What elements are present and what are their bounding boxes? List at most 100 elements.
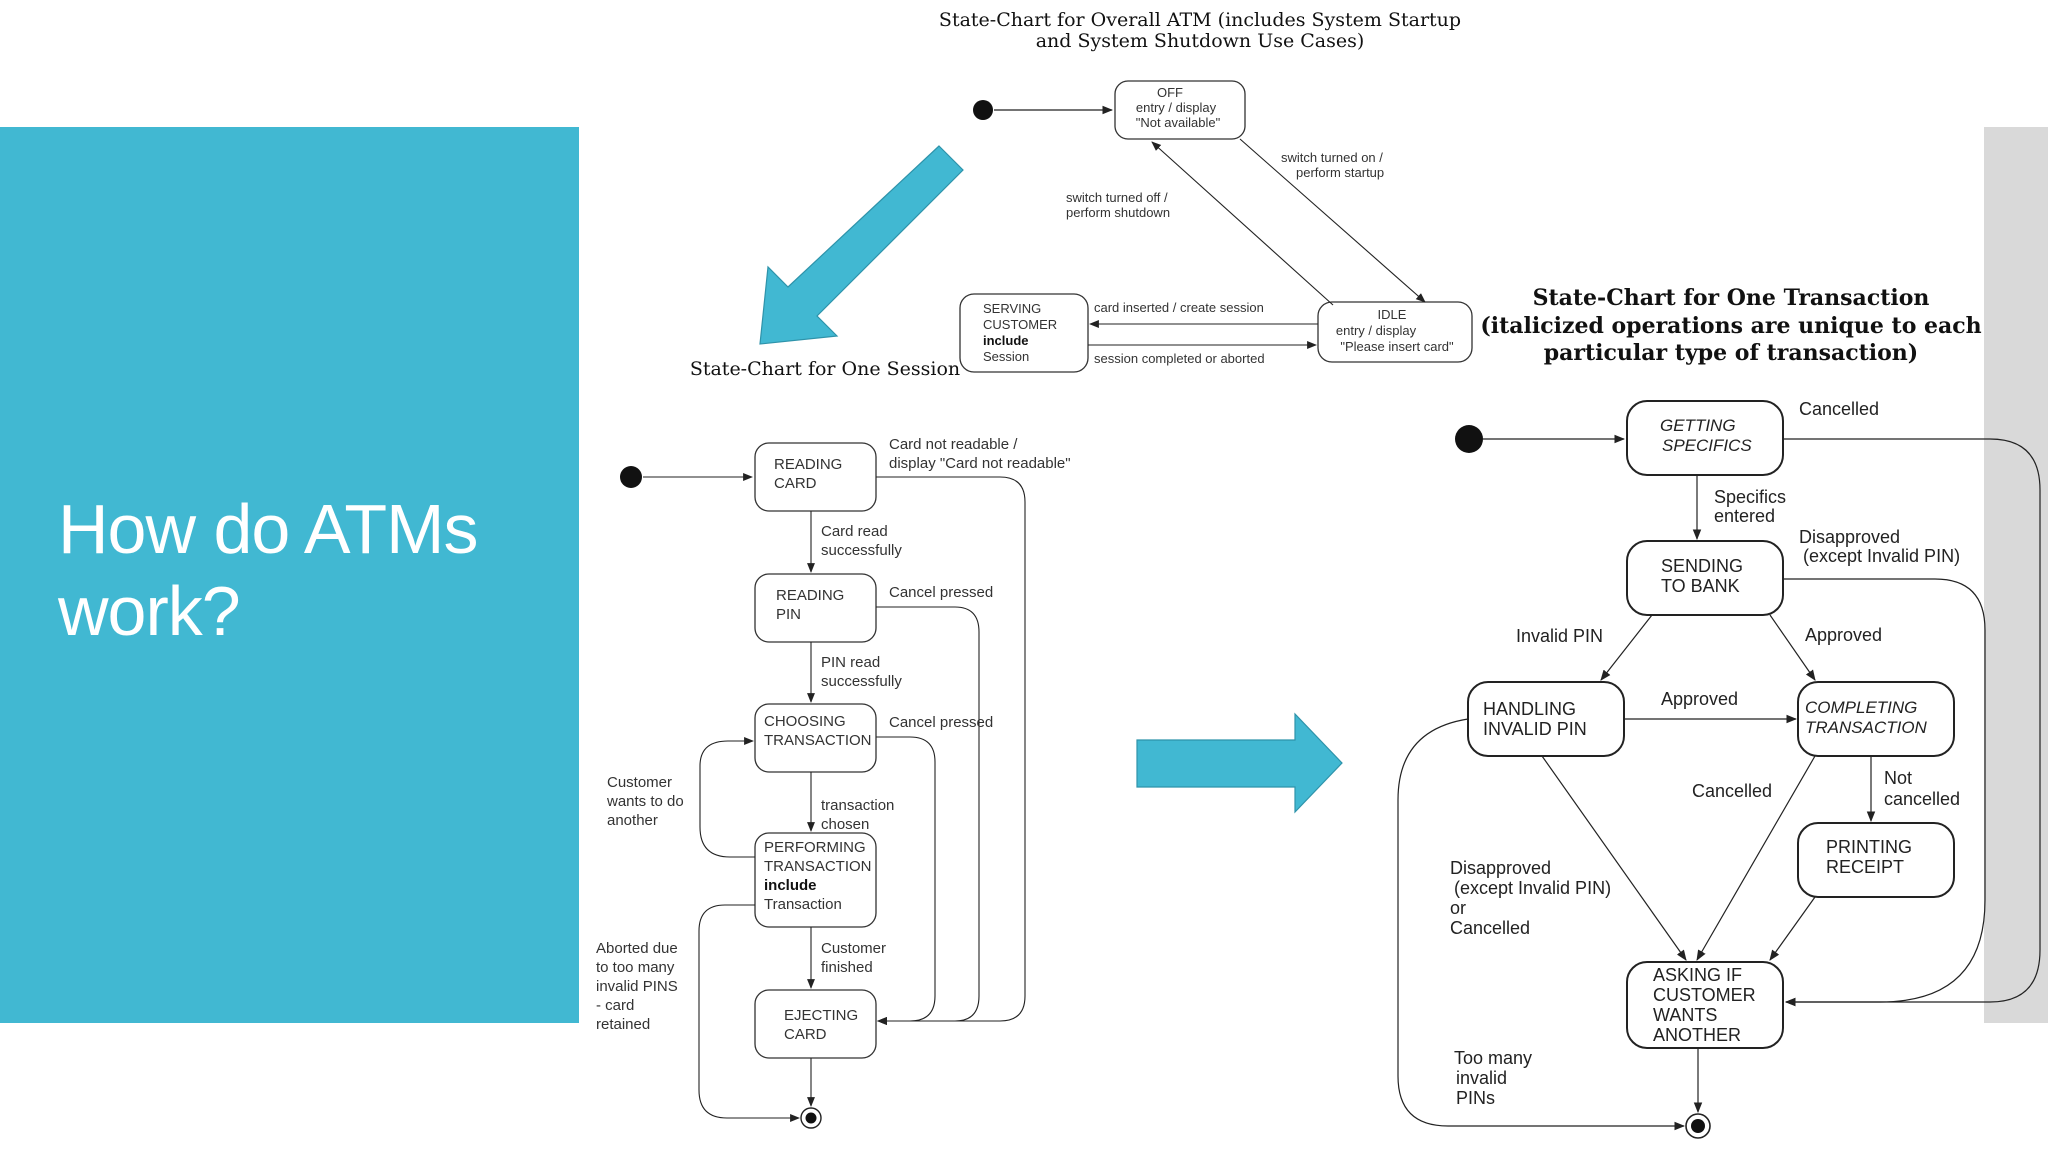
gray-edge-strip bbox=[1984, 127, 2048, 1023]
t-another-line-1: Customer bbox=[607, 774, 672, 791]
t-shutdown-line-1: switch turned off / bbox=[1066, 190, 1168, 205]
t-card-inserted: card inserted / create session bbox=[1094, 300, 1264, 315]
t-too-many-line-2: invalid bbox=[1456, 1068, 1507, 1088]
arrow-approved-right bbox=[1769, 614, 1816, 681]
t-aborted-line-4: - card bbox=[596, 997, 634, 1014]
state-sending-to-bank: SENDING TO BANK bbox=[1626, 540, 1784, 616]
arrow-aborted bbox=[698, 904, 800, 1122]
handling-line-1: HANDLING bbox=[1483, 699, 1576, 719]
arrow-printed bbox=[1769, 896, 1816, 961]
off-line-3: "Not available" bbox=[1136, 115, 1221, 130]
t-specifics-line-1: Specifics bbox=[1714, 487, 1786, 507]
transaction-initial-state bbox=[1455, 425, 1483, 453]
t-aborted-line-3: invalid PINS bbox=[596, 978, 678, 995]
state-idle: IDLE entry / display "Please insert card… bbox=[1317, 301, 1473, 363]
slide-title: How do ATMs work? bbox=[58, 488, 558, 652]
transaction-final-state bbox=[1685, 1113, 1711, 1139]
t-disapproved-left-line-4: Cancelled bbox=[1450, 918, 1530, 938]
t-cancelled-top: Cancelled bbox=[1799, 399, 1879, 419]
state-getting-specifics: GETTING SPECIFICS bbox=[1626, 400, 1784, 476]
t-aborted-line-1: Aborted due bbox=[596, 940, 678, 957]
t-shutdown-line-2: perform shutdown bbox=[1066, 205, 1170, 220]
arrow-wants-another bbox=[699, 737, 755, 858]
slide-title-line-1: How do ATMs bbox=[58, 490, 479, 568]
serving-line-4: Session bbox=[983, 349, 1029, 364]
ejecting-line-2: CARD bbox=[784, 1026, 827, 1043]
t-aborted-line-5: retained bbox=[596, 1016, 650, 1033]
t-cancel-2: Cancel pressed bbox=[889, 714, 993, 731]
transaction-title-line-1: State-Chart for One Transaction bbox=[1533, 285, 1930, 311]
t-chosen-line-1: transaction bbox=[821, 797, 894, 814]
t-cancelled-mid: Cancelled bbox=[1692, 781, 1772, 801]
session-title: State-Chart for One Session bbox=[690, 358, 960, 380]
state-handling-invalid-pin: HANDLING INVALID PIN bbox=[1467, 681, 1625, 757]
teal-arrow-right bbox=[1136, 712, 1343, 814]
t-not-readable-line-2: display "Card not readable" bbox=[889, 455, 1071, 472]
reading-card-line-2: CARD bbox=[774, 475, 817, 492]
state-asking-if-another: ASKING IF CUSTOMER WANTS ANOTHER bbox=[1626, 961, 1784, 1049]
t-pin-read-line-1: PIN read bbox=[821, 654, 880, 671]
t-another-line-2: wants to do bbox=[606, 793, 684, 810]
transaction-title-line-2: (italicized operations are unique to eac… bbox=[1480, 313, 1981, 339]
t-startup-line-2: perform startup bbox=[1296, 165, 1384, 180]
arrow-card-not-readable bbox=[876, 476, 1026, 1025]
overall-initial-state bbox=[973, 100, 993, 120]
t-approved-mid: Approved bbox=[1661, 689, 1738, 709]
teal-arrow-down-left bbox=[759, 145, 964, 345]
off-line-1: OFF bbox=[1157, 85, 1183, 100]
t-not-cancelled-line-2: cancelled bbox=[1884, 789, 1960, 809]
t-finished-line-1: Customer bbox=[821, 940, 886, 957]
reading-pin-line-1: READING bbox=[776, 587, 844, 604]
getting-line-2: SPECIFICS bbox=[1662, 436, 1752, 455]
printing-line-1: PRINTING bbox=[1826, 837, 1912, 857]
completing-line-2: TRANSACTION bbox=[1805, 718, 1928, 737]
serving-line-1: SERVING bbox=[983, 301, 1041, 316]
getting-line-1: GETTING bbox=[1660, 416, 1736, 435]
t-chosen-line-2: chosen bbox=[821, 816, 869, 833]
choosing-line-2: TRANSACTION bbox=[764, 732, 872, 749]
t-specifics-line-2: entered bbox=[1714, 506, 1775, 526]
t-too-many-line-3: PINs bbox=[1456, 1088, 1495, 1108]
arrow-invalid-pin bbox=[1600, 614, 1653, 681]
asking-line-2: CUSTOMER bbox=[1653, 985, 1756, 1005]
asking-line-1: ASKING IF bbox=[1653, 965, 1742, 985]
session-chart: State-Chart for One Session READING CARD… bbox=[596, 358, 1071, 1129]
t-card-read-line-1: Card read bbox=[821, 523, 888, 540]
state-reading-card: READING CARD bbox=[754, 442, 877, 512]
t-startup-line-1: switch turned on / bbox=[1281, 150, 1383, 165]
state-off: OFF entry / display "Not available" bbox=[1114, 80, 1246, 140]
serving-line-2: CUSTOMER bbox=[983, 317, 1057, 332]
arrow-cancel-choosing bbox=[876, 736, 936, 1025]
ejecting-line-1: EJECTING bbox=[784, 1007, 858, 1024]
t-invalid-pin: Invalid PIN bbox=[1516, 626, 1603, 646]
t-aborted-line-2: to too many bbox=[596, 959, 675, 976]
completing-line-1: COMPLETING bbox=[1805, 698, 1917, 717]
transaction-chart: State-Chart for One Transaction (italici… bbox=[1397, 285, 2041, 1139]
choosing-line-1: CHOOSING bbox=[764, 713, 846, 730]
idle-line-2: entry / display bbox=[1336, 323, 1417, 338]
t-session-done: session completed or aborted bbox=[1094, 351, 1265, 366]
state-performing-transaction: PERFORMING TRANSACTION include Transacti… bbox=[754, 832, 877, 928]
arrow-startup bbox=[1239, 138, 1426, 303]
arrow-disapproved-right bbox=[1783, 578, 1986, 1007]
printing-line-2: RECEIPT bbox=[1826, 857, 1904, 877]
sending-line-1: SENDING bbox=[1661, 556, 1743, 576]
arrow-too-many-pins bbox=[1397, 718, 1686, 1131]
title-panel bbox=[0, 127, 579, 1023]
arrow-cancel-pin bbox=[876, 606, 980, 1025]
reading-pin-line-2: PIN bbox=[776, 606, 801, 623]
overall-chart: State-Chart for Overall ATM (includes Sy… bbox=[939, 9, 1473, 373]
t-cancel-1: Cancel pressed bbox=[889, 584, 993, 601]
overall-title-line-1: State-Chart for Overall ATM (includes Sy… bbox=[939, 9, 1461, 31]
reading-card-line-1: READING bbox=[774, 456, 842, 473]
t-disapproved-left-line-2: (except Invalid PIN) bbox=[1454, 878, 1611, 898]
t-not-cancelled-line-1: Not bbox=[1884, 768, 1912, 788]
idle-line-3: "Please insert card" bbox=[1340, 339, 1454, 354]
off-line-2: entry / display bbox=[1136, 100, 1217, 115]
overall-title-line-2: and System Shutdown Use Cases) bbox=[1036, 30, 1365, 52]
t-disapproved-right-line-1: Disapproved bbox=[1799, 527, 1900, 547]
t-card-read-line-2: successfully bbox=[821, 542, 902, 559]
arrow-cancelled-top bbox=[1783, 438, 2041, 1007]
state-ejecting-card: EJECTING CARD bbox=[754, 989, 877, 1059]
